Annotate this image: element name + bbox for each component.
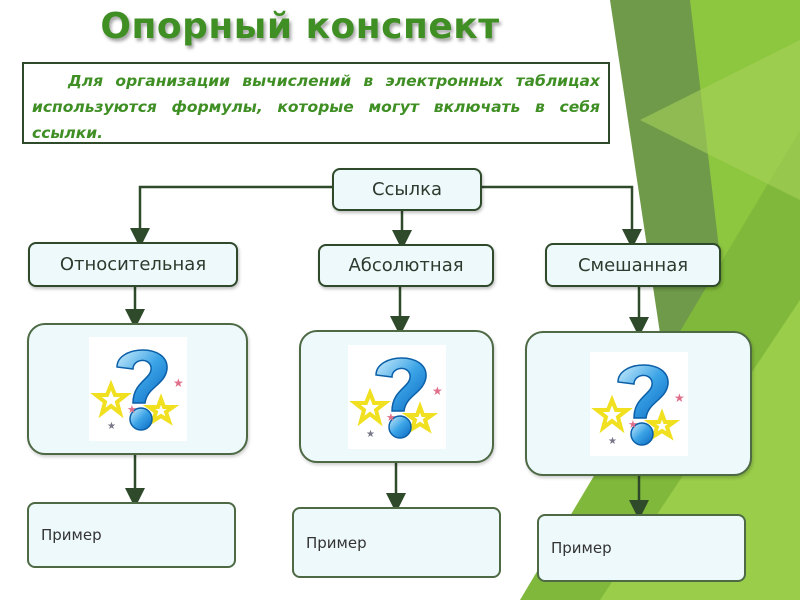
- svg-text:★: ★: [432, 384, 443, 398]
- svg-text:★: ★: [674, 391, 685, 405]
- page-title: Опорный конспект: [100, 6, 500, 47]
- example-box-mixed: Пример: [537, 514, 746, 582]
- question-mark-icon: ★ ★ ★: [88, 337, 187, 441]
- example-label: Пример: [41, 526, 102, 544]
- svg-text:★: ★: [107, 421, 116, 432]
- node-relative: Относительная: [28, 242, 238, 287]
- root-label: Ссылка: [371, 179, 443, 200]
- question-box-mixed: ★ ★ ★: [525, 331, 752, 476]
- question-mark-icon: ★ ★ ★: [589, 351, 688, 456]
- svg-text:★: ★: [366, 429, 375, 440]
- svg-text:★: ★: [386, 411, 396, 424]
- summary-note: Для организации вычислений в электронных…: [22, 62, 610, 144]
- node-label: Смешанная: [577, 254, 689, 276]
- node-mixed: Смешанная: [545, 243, 721, 287]
- question-mark-icon: ★ ★ ★: [347, 344, 446, 449]
- example-label: Пример: [551, 539, 612, 557]
- question-box-relative: ★ ★ ★: [27, 323, 248, 455]
- example-box-absolute: Пример: [292, 507, 501, 578]
- example-box-relative: Пример: [27, 502, 236, 568]
- question-box-absolute: ★ ★ ★: [299, 330, 494, 463]
- svg-text:★: ★: [608, 436, 617, 447]
- svg-text:★: ★: [628, 418, 638, 431]
- svg-text:★: ★: [173, 376, 184, 390]
- node-label: Абсолютная: [348, 255, 464, 276]
- svg-text:★: ★: [127, 403, 137, 416]
- node-absolute: Абсолютная: [318, 244, 494, 287]
- root-node-link: Ссылка: [332, 168, 482, 211]
- node-label: Относительная: [59, 254, 207, 275]
- example-label: Пример: [306, 533, 367, 552]
